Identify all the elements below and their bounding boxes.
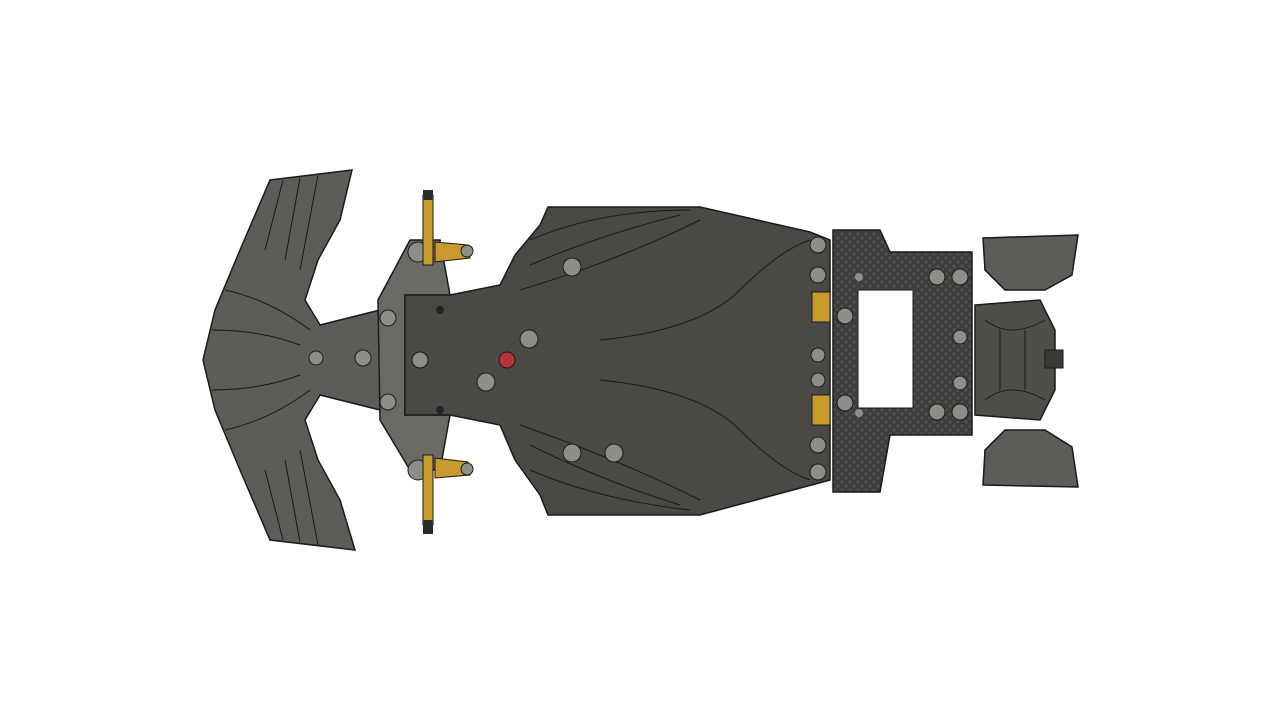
carbon-plate — [832, 229, 973, 493]
carbon-plate-cutout — [857, 289, 914, 409]
main-chassis-plate — [404, 206, 831, 516]
screw-icon — [308, 350, 324, 366]
rear-pod-hinge — [809, 236, 831, 481]
rear-wing — [974, 234, 1079, 488]
front-wing — [202, 169, 381, 551]
front-suspension — [422, 190, 474, 534]
red-pivot — [498, 351, 516, 369]
screw-icon — [354, 349, 372, 367]
